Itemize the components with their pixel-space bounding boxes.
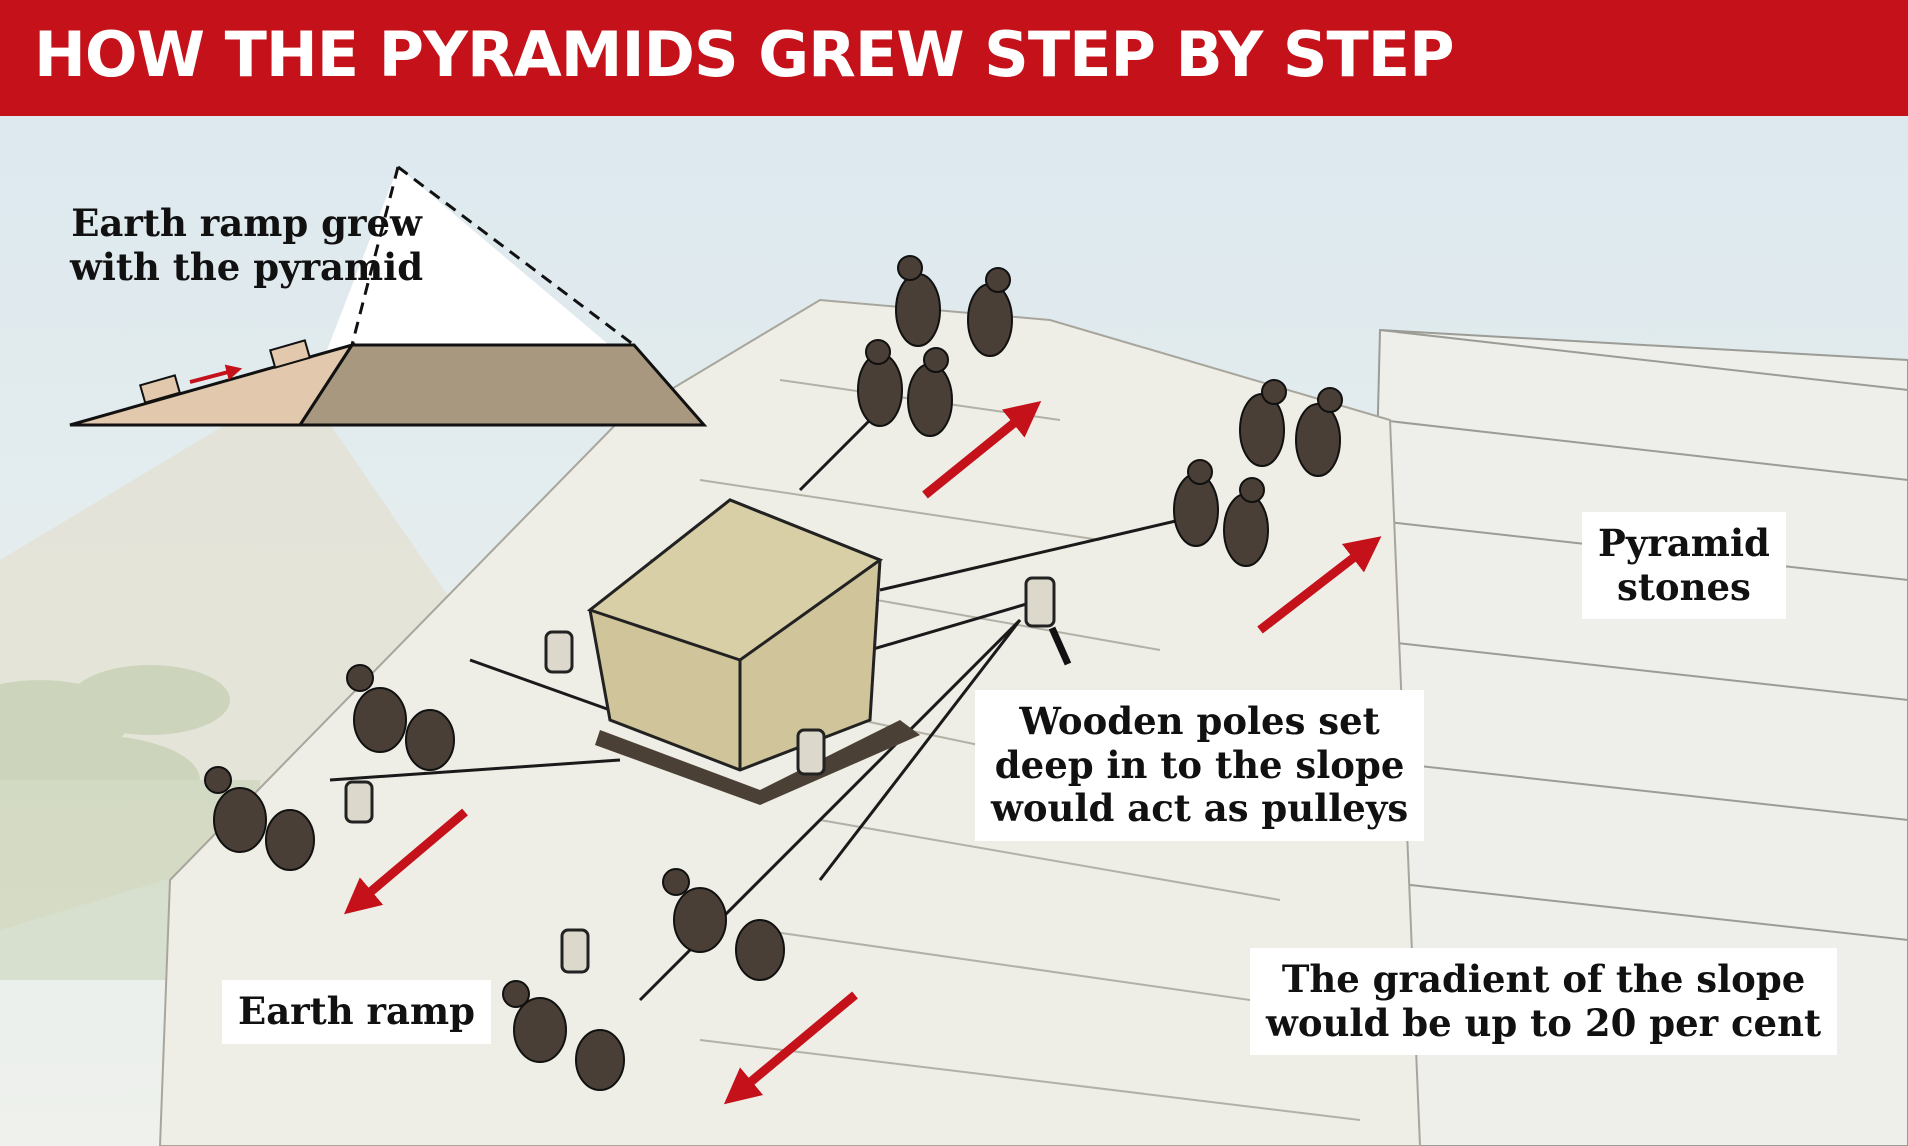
inset-block bbox=[268, 339, 312, 369]
inset-arrow bbox=[189, 364, 243, 384]
workers-upper-left bbox=[857, 255, 1013, 437]
title-banner: HOW THE PYRAMIDS GREW STEP BY STEP bbox=[0, 0, 1908, 116]
inset-block bbox=[138, 374, 182, 404]
arrow-up-left bbox=[922, 400, 1042, 499]
inset-diagram bbox=[69, 165, 708, 427]
inset-label: Earth ramp grew with the pyramid bbox=[70, 201, 424, 289]
arrow-down-left bbox=[344, 808, 468, 915]
arrow-up-right bbox=[1257, 536, 1382, 634]
pole-pointer bbox=[1048, 626, 1072, 666]
workers-lower-center bbox=[502, 868, 785, 1091]
inset-pyramid-lower bbox=[297, 343, 708, 427]
stone-block bbox=[586, 498, 920, 805]
label-wooden-poles: Wooden poles set deep in to the slope wo… bbox=[975, 690, 1425, 841]
workers bbox=[204, 255, 1343, 1091]
sledge bbox=[595, 720, 920, 805]
workers-upper-right bbox=[1173, 379, 1343, 567]
label-earth-ramp: Earth ramp bbox=[222, 980, 492, 1044]
page-title: HOW THE PYRAMIDS GREW STEP BY STEP bbox=[34, 18, 1455, 91]
label-pyramid-stones: Pyramid stones bbox=[1582, 512, 1786, 620]
wooden-poles bbox=[344, 576, 1056, 974]
workers-lower-left bbox=[204, 664, 455, 871]
direction-arrows bbox=[344, 400, 1382, 1105]
arrow-down-center bbox=[723, 991, 858, 1105]
label-gradient: The gradient of the slope would be up to… bbox=[1250, 948, 1838, 1056]
